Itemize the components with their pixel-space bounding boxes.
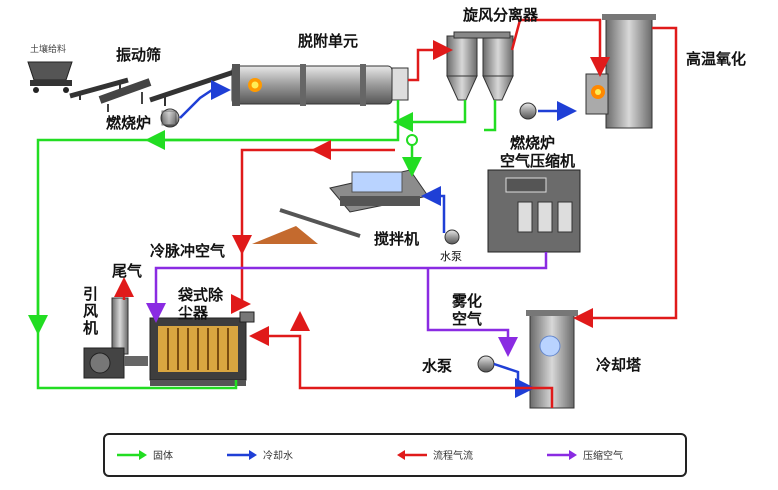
legend-label-water: 冷却水 xyxy=(263,451,293,462)
induced-fan xyxy=(83,297,148,379)
water-pump-label: 水泵 xyxy=(422,357,453,375)
burner-left xyxy=(160,108,180,128)
water-pump-main xyxy=(477,355,495,373)
water-pump-small xyxy=(444,229,460,245)
burner-left-label: 燃烧炉 xyxy=(106,114,152,132)
mixer-label: 搅拌机 xyxy=(374,230,420,248)
cyclone-separator-label: 旋风分离器 xyxy=(463,6,539,24)
kiln-conveyor xyxy=(149,67,241,106)
cyclone-separator xyxy=(446,31,514,101)
vibrating-screen xyxy=(98,78,152,112)
soil-feed-hopper xyxy=(27,61,73,93)
bag-filter xyxy=(149,311,255,386)
cooling-tower-label: 冷却塔 xyxy=(596,356,642,374)
water-pump-small-label: 水泵 xyxy=(440,250,462,263)
burner-right xyxy=(519,102,537,120)
burner-right-label: 燃烧炉 xyxy=(510,134,556,152)
legend: 固体 冷却水 流程气流 压缩空气 xyxy=(103,433,687,477)
desorption-unit-label: 脱附单元 xyxy=(298,32,359,50)
desorption-kiln xyxy=(231,64,409,106)
legend-label-gas: 流程气流 xyxy=(433,451,473,462)
soil-feed-label: 土壤给料 xyxy=(30,45,67,55)
bag-filter-label: 袋式除尘器 xyxy=(178,286,224,322)
atomized-air-label: 雾化空气 xyxy=(452,292,483,328)
oxidation-tower xyxy=(585,14,656,129)
legend-label-solid: 固体 xyxy=(153,451,173,462)
cooling-tower xyxy=(526,310,578,409)
air-compressor xyxy=(487,169,581,253)
induced-fan-label: 引风机 xyxy=(81,286,99,337)
air-flow-lines xyxy=(146,252,548,357)
legend-label-air: 压缩空气 xyxy=(583,451,623,462)
tail-gas-label: 尾气 xyxy=(112,262,143,280)
high-temp-oxidation-label: 高温氧化 xyxy=(686,50,747,68)
pulse-air-label: 冷脉冲空气 xyxy=(150,242,226,260)
air-compressor-label: 空气压缩机 xyxy=(500,152,576,170)
vibrating-screen-label: 振动筛 xyxy=(116,46,162,64)
